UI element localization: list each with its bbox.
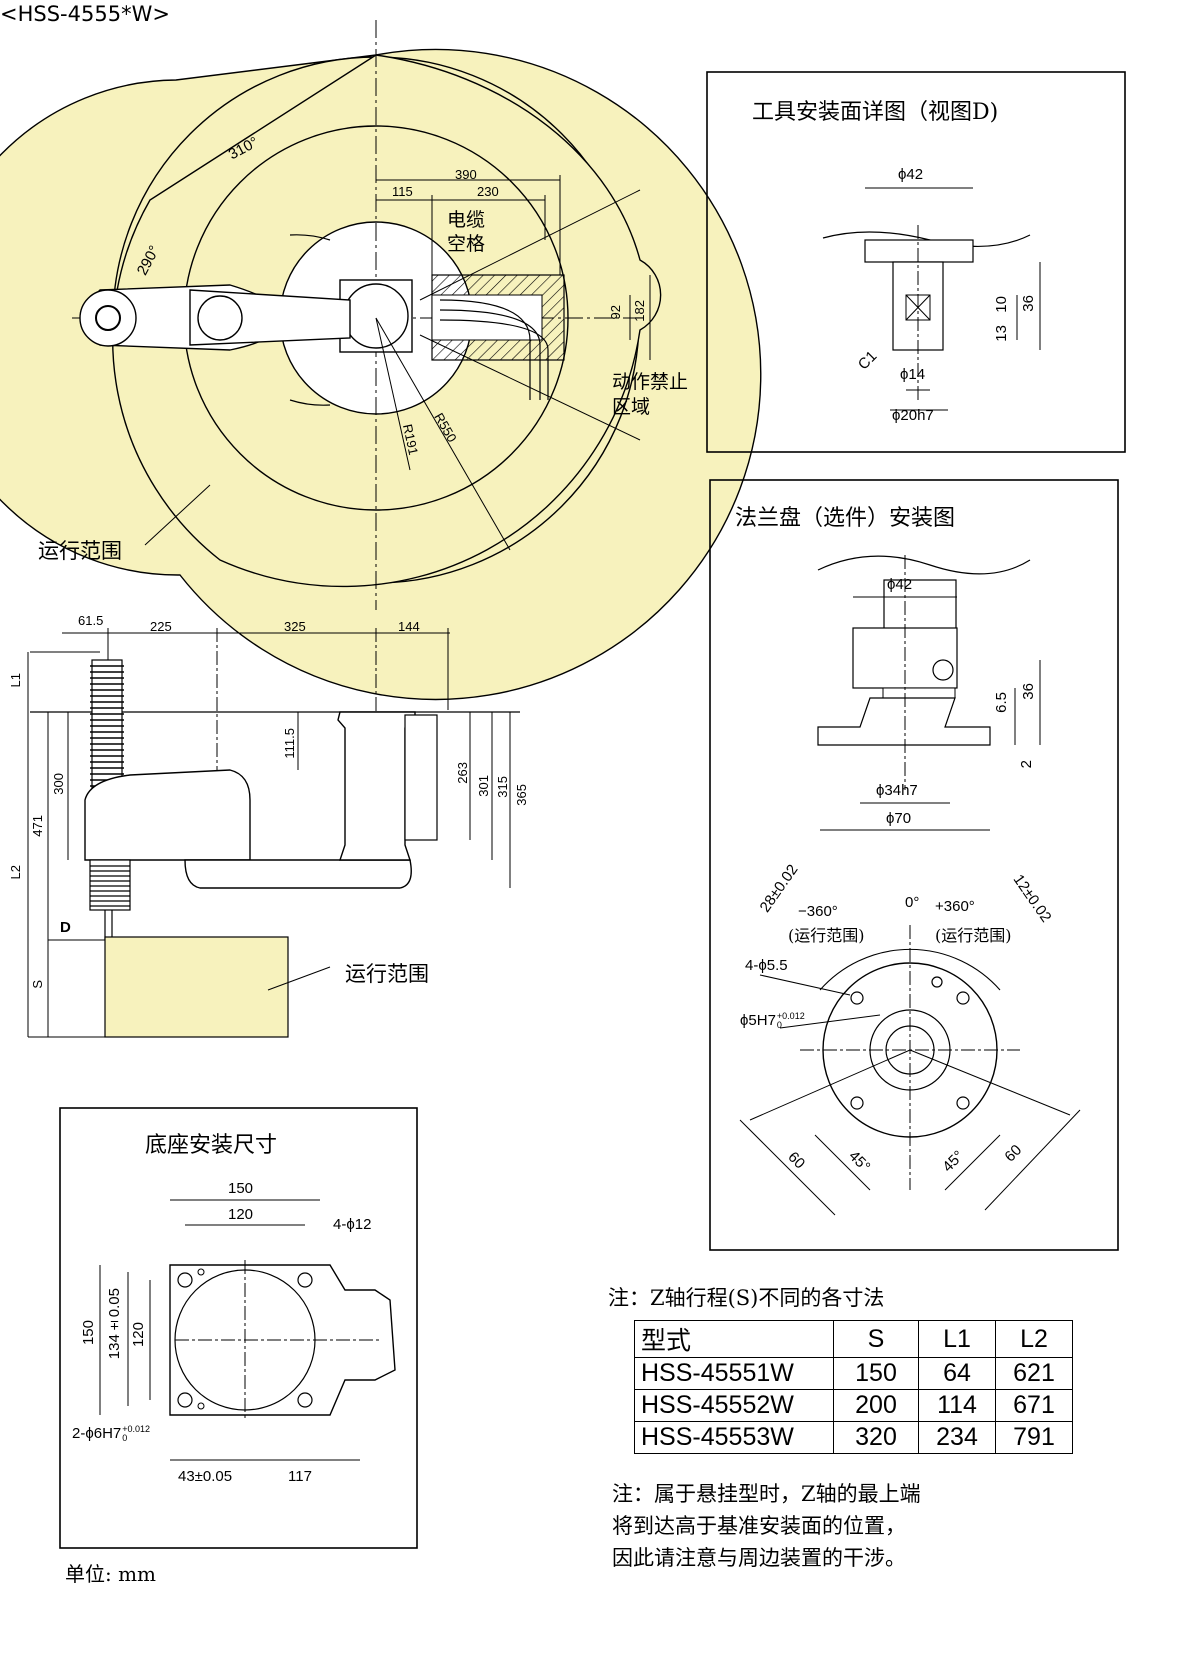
table-row: HSS-45553W 320 234 791 <box>634 1421 1073 1454</box>
cable-space-label: 电缆 空格 <box>447 209 486 255</box>
cell-l1: 234 <box>918 1421 996 1454</box>
tool-phi20h7: ϕ20h7 <box>892 407 934 424</box>
dim-325: 325 <box>284 619 306 634</box>
flange-pin-hole-label: ϕ5H7 <box>740 1012 776 1029</box>
cell-l1: 114 <box>918 1389 996 1422</box>
base-dim-43: 43±0.05 <box>178 1468 233 1485</box>
dim-300: 300 <box>51 773 66 795</box>
dim-315: 315 <box>495 776 510 798</box>
flange-phi42: ϕ42 <box>887 576 913 593</box>
col-header-model: 型式 <box>634 1320 834 1358</box>
flange-pin-tol-lower: 0 <box>776 1020 782 1031</box>
dim-111-5: 111.5 <box>282 728 297 759</box>
dim-301: 301 <box>476 775 491 797</box>
tool-phi42: ϕ42 <box>898 166 924 183</box>
tool-detail-title: 工具安装面详图（视图D) <box>752 100 999 125</box>
base-pin-tol-upper: +0.012 <box>122 1424 151 1435</box>
col-header-s: S <box>833 1320 919 1358</box>
flange-pin-tol-upper: +0.012 <box>776 1011 805 1022</box>
stroke-note: 注：Z轴行程(S)不同的各寸法 <box>608 1286 885 1310</box>
dim-263: 263 <box>455 762 470 784</box>
cell-s: 200 <box>833 1389 919 1422</box>
base-dim-120-h: 120 <box>228 1206 254 1223</box>
base-pin-tol-lower: 0 <box>122 1433 128 1444</box>
cell-l1: 64 <box>918 1357 996 1390</box>
tool-dim-10: 10 <box>993 296 1010 313</box>
no-motion-zone-label: 动作禁止 区域 <box>612 371 689 418</box>
base-dim-134: 134±0.05 <box>106 1288 123 1360</box>
dim-390: 390 <box>455 167 477 182</box>
col-header-l2: L2 <box>995 1320 1073 1358</box>
flange-minus360: −360° <box>798 903 838 920</box>
dim-225: 225 <box>150 619 172 634</box>
flange-phi34h7: ϕ34h7 <box>876 782 918 799</box>
col-header-l1: L1 <box>918 1320 996 1358</box>
flange-holes: 4-ϕ5.5 <box>745 957 788 974</box>
flange-dim-36: 36 <box>1020 683 1037 700</box>
ceiling-note: 注：属于悬挂型时，Z轴的最上端 将到达高于基准安装面的位置， 因此请注意与周边装… <box>612 1482 921 1570</box>
base-pin-holes-label: 2-ϕ6H7 <box>72 1425 122 1442</box>
tool-dim-13: 13 <box>993 325 1010 342</box>
tool-dim-36: 36 <box>1020 295 1037 312</box>
flange-phi70: ϕ70 <box>886 810 912 827</box>
flange-detail-title: 法兰盘（选件）安装图 <box>735 506 956 531</box>
table-row: HSS-45552W 200 114 671 <box>634 1389 1073 1422</box>
dim-144: 144 <box>398 619 420 634</box>
base-dim-150-v: 150 <box>80 1320 97 1346</box>
cell-l2: 671 <box>995 1389 1073 1422</box>
dim-115: 115 <box>392 184 413 199</box>
unit-note: 单位: mm <box>65 1562 157 1586</box>
cell-model: HSS-45553W <box>634 1421 834 1454</box>
model-table: 型式 S L1 L2 HSS-45551W 150 64 621 HSS-455… <box>634 1320 1073 1454</box>
cell-model: HSS-45551W <box>634 1357 834 1390</box>
cell-l2: 791 <box>995 1421 1073 1454</box>
dim-365: 365 <box>514 784 529 806</box>
flange-dim-6-5: 6.5 <box>993 692 1010 713</box>
base-detail-title: 底座安装尺寸 <box>145 1133 278 1158</box>
top-range-label: 运行范围 <box>38 539 122 563</box>
dim-61-5: 61.5 <box>78 613 104 628</box>
dim-92: 92 <box>608 305 623 320</box>
tool-phi14: ϕ14 <box>900 366 926 383</box>
flange-plus360: +360° <box>935 898 975 915</box>
cell-l2: 621 <box>995 1357 1073 1390</box>
dim-182: 182 <box>632 300 647 322</box>
side-range-label: 运行范围 <box>345 962 429 986</box>
s-label: S <box>30 980 45 989</box>
cell-s: 320 <box>833 1421 919 1454</box>
base-dim-150-h: 150 <box>228 1180 254 1197</box>
base-dim-120-v: 120 <box>130 1322 147 1348</box>
cell-s: 150 <box>833 1357 919 1390</box>
base-holes: 4-ϕ12 <box>333 1216 372 1233</box>
flange-zero-deg: 0° <box>905 894 920 911</box>
flange-dim-2: 2 <box>1018 760 1035 769</box>
dim-471: 471 <box>30 815 45 837</box>
base-dim-117: 117 <box>288 1468 312 1485</box>
cell-model: HSS-45552W <box>634 1389 834 1422</box>
flange-range-plus: (运行范围) <box>935 926 1012 945</box>
model-code: <HSS-4555*W> <box>0 2 170 26</box>
flange-range-minus: (运行范围) <box>788 926 865 945</box>
table-row: HSS-45551W 150 64 621 <box>634 1357 1073 1390</box>
l1-label: L1 <box>8 673 23 688</box>
dim-230: 230 <box>477 184 499 199</box>
d-marker: D <box>60 919 71 936</box>
l2-label: L2 <box>8 865 23 880</box>
model-table-header-row: 型式 S L1 L2 <box>634 1320 1073 1358</box>
